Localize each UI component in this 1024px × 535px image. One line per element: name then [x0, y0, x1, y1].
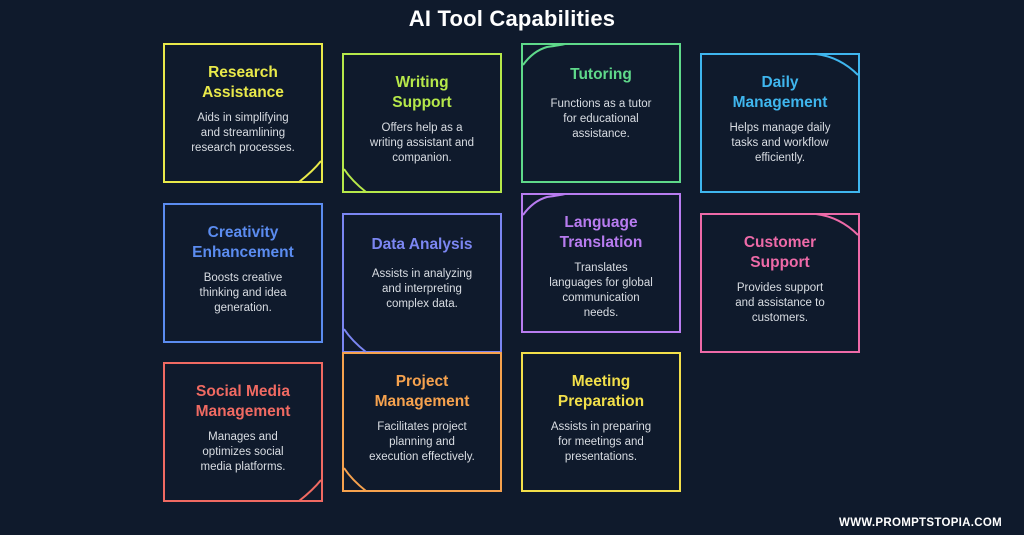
card-description: Boosts creative thinking and idea genera… [199, 272, 287, 314]
card-description: Facilitates project planning and executi… [369, 421, 475, 463]
card-tutoring: Tutoring Functions as a tutor for educat… [521, 43, 681, 183]
card-description: Assists in analyzing and interpreting co… [371, 268, 473, 310]
card-data-analysis: Data Analysis Assists in analyzing and i… [342, 213, 502, 353]
website-footer: WWW.PROMPTSTOPIA.COM [839, 517, 1002, 529]
card-description: Manages and optimizes social media platf… [200, 431, 286, 473]
card-description: Translates languages for global communic… [549, 262, 653, 319]
card-description: Provides support and assistance to custo… [735, 282, 825, 324]
card-description: Assists in preparing for meetings and pr… [550, 421, 652, 463]
card-heading: Data Analysis [371, 236, 473, 253]
card-description: Functions as a tutor for educational ass… [550, 98, 652, 140]
card-description: Offers help as a writing assistant and c… [369, 122, 475, 164]
card-description: Aids in simplifying and streamlining res… [191, 112, 295, 154]
card-description: Helps manage daily tasks and workflow ef… [729, 122, 831, 164]
card-heading: Tutoring [570, 66, 632, 83]
diagram-title: AI Tool Capabilities [408, 6, 616, 31]
